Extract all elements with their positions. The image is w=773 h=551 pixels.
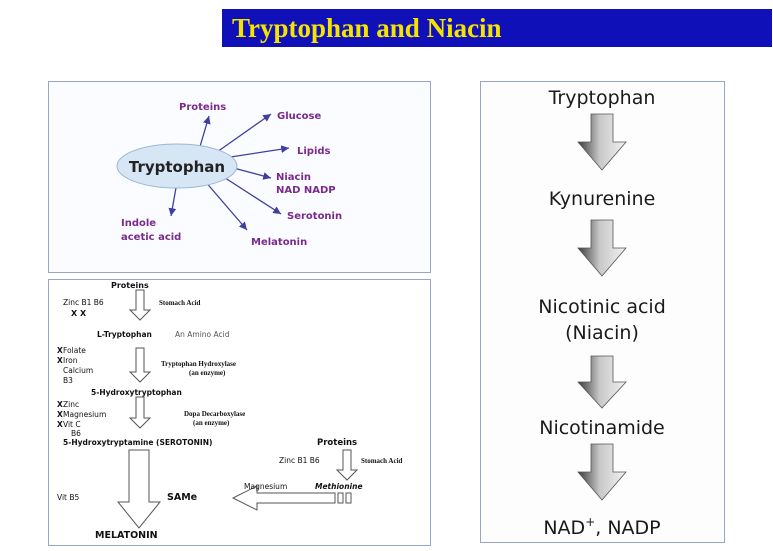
cof-b3: B3 xyxy=(63,376,73,385)
niacin-step-nad: NAD+, NADP xyxy=(543,515,660,539)
step-proteins: Proteins xyxy=(111,281,149,290)
niacin-arrow-2 xyxy=(577,219,627,277)
label-melatonin: Melatonin xyxy=(251,237,307,248)
arrow-to-glucose xyxy=(216,113,272,153)
arrow-6-tail-b xyxy=(345,492,352,504)
enzyme-tph-note: (an enzyme) xyxy=(189,369,226,377)
label-indole-1: Indole xyxy=(121,218,156,229)
step-l-tryptophan: L-Tryptophan xyxy=(97,330,152,339)
cof-magnesium: Magnesium xyxy=(63,410,106,419)
x-vitc: X xyxy=(57,420,63,429)
stomach-acid-1: Stomach Acid xyxy=(159,299,201,307)
niacin-step-niacin: (Niacin) xyxy=(565,322,639,344)
tryptophan-ellipse xyxy=(116,143,238,189)
cof-zinc: Zinc xyxy=(63,400,79,409)
center-label: Tryptophan xyxy=(129,158,225,176)
label-proteins: Proteins xyxy=(179,102,226,113)
step-melatonin: MELATONIN xyxy=(95,530,158,541)
niacin-step-kynurenine: Kynurenine xyxy=(549,188,656,210)
arrow-6 xyxy=(231,485,336,511)
label-glucose: Glucose xyxy=(277,111,322,122)
arrow-3 xyxy=(128,396,152,429)
arrow-5 xyxy=(335,449,359,481)
cof-folate: Folate xyxy=(63,346,86,355)
arrow-2 xyxy=(128,347,152,383)
cof-zinc-b1-b6: Zinc B1 B6 xyxy=(63,298,104,307)
arrow-to-proteins xyxy=(198,115,211,151)
niacin-step-nicotinamide: Nicotinamide xyxy=(539,417,665,439)
arrow-to-serotonin xyxy=(218,173,282,215)
label-niacin-1: Niacin xyxy=(276,172,311,183)
niacin-pathway-diagram: Tryptophan Kynurenine Nicotinic acid (Ni… xyxy=(480,81,725,543)
x-iron: X xyxy=(57,356,63,365)
cof-calcium: Calcium xyxy=(63,366,93,375)
cof-vit-b5: Vit B5 xyxy=(57,493,80,502)
stomach-acid-2: Stomach Acid xyxy=(361,457,403,465)
cof-magnesium-2: Magnesium xyxy=(244,482,287,491)
step-5htp: 5-Hydroxytryptophan xyxy=(91,388,182,397)
niacin-arrow-4 xyxy=(577,443,627,501)
pathway-svg: Proteins Zinc B1 B6 X X Stomach Acid L-T… xyxy=(57,281,403,541)
niacin-arrow-3 xyxy=(577,355,627,409)
label-indole-2: acetic acid xyxy=(121,232,181,243)
step-proteins-2: Proteins xyxy=(317,438,357,448)
cof-zinc-b1-b6-2: Zinc B1 B6 xyxy=(279,456,320,465)
fate-diagram-svg: Tryptophan Proteins Glucose Lipids Niaci… xyxy=(116,102,342,248)
step-serotonin: 5-Hydroxytryptamine (SEROTONIN) xyxy=(63,438,212,447)
arrow-6-tail-a xyxy=(337,492,344,504)
step-methionine: Methionine xyxy=(315,482,363,491)
arrow-to-lipids xyxy=(223,145,290,159)
cof-iron: Iron xyxy=(63,356,78,365)
niacin-svg: Tryptophan Kynurenine Nicotinic acid (Ni… xyxy=(538,87,666,539)
x-magnesium: X xyxy=(57,410,63,419)
niacin-step-tryptophan: Tryptophan xyxy=(548,87,656,109)
x-zinc: X xyxy=(57,400,63,409)
x-folate: X xyxy=(57,346,63,355)
tryptophan-fate-diagram: Tryptophan Proteins Glucose Lipids Niaci… xyxy=(48,81,431,273)
step-same: SAMe xyxy=(167,492,197,503)
label-serotonin: Serotonin xyxy=(287,211,342,222)
title-bar: Tryptophan and Niacin xyxy=(222,9,772,47)
arrow-1 xyxy=(128,289,152,321)
serotonin-pathway-diagram: Proteins Zinc B1 B6 X X Stomach Acid L-T… xyxy=(48,279,431,546)
niacin-arrow-1 xyxy=(577,113,627,171)
arrow-4 xyxy=(116,449,162,529)
cof-vitc: Vit C xyxy=(63,420,81,429)
amino-acid-note: An Amino Acid xyxy=(175,330,230,339)
cof-x-marks: X X xyxy=(71,309,87,318)
label-niacin-2: NAD NADP xyxy=(276,185,336,196)
niacin-step-nicotinic-acid: Nicotinic acid xyxy=(538,296,666,318)
enzyme-ddc-note: (an enzyme) xyxy=(193,419,230,427)
enzyme-ddc: Dopa Decarboxylase xyxy=(184,410,245,418)
enzyme-tph: Tryptophan Hydroxylase xyxy=(161,360,236,368)
arrow-to-melatonin xyxy=(203,179,248,231)
cof-b6: B6 xyxy=(71,429,81,438)
label-lipids: Lipids xyxy=(297,146,331,157)
page-title: Tryptophan and Niacin xyxy=(232,13,502,43)
